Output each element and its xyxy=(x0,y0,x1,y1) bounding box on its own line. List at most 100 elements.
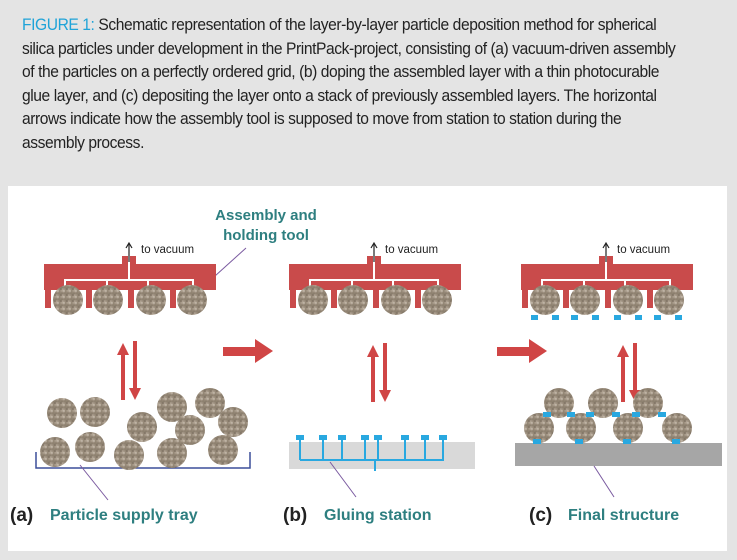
move-arrow-b-to-c-shaft xyxy=(497,347,531,356)
glue-joint xyxy=(575,439,583,444)
lift-arrows-b-up-head xyxy=(367,345,379,357)
stack-particle-bottom xyxy=(524,413,554,443)
figure-label: FIGURE 1: xyxy=(22,15,95,34)
lift-arrows-a-up-shaft xyxy=(121,353,125,400)
glue-joint xyxy=(586,412,594,417)
tray-particle xyxy=(114,440,144,470)
tray-particle xyxy=(157,392,187,422)
tool-bar xyxy=(110,282,150,290)
final-structure-base xyxy=(515,443,722,466)
glue-dot xyxy=(571,315,578,320)
stage-c-letter: (c) xyxy=(529,505,552,526)
tool-bar xyxy=(628,282,668,290)
figure-caption: FIGURE 1: Schematic representation of th… xyxy=(22,13,680,155)
tool-leg xyxy=(373,288,379,308)
tool-leg xyxy=(415,288,421,308)
stack-particle-bottom xyxy=(662,413,692,443)
glue-dot xyxy=(654,315,661,320)
held-particle xyxy=(422,285,452,315)
vacuum-arrowhead xyxy=(125,241,133,249)
lift-arrows-c-up-head xyxy=(617,345,629,357)
vacuum-arrowhead xyxy=(602,241,610,249)
glue-joint xyxy=(658,412,666,417)
stack-particle-top xyxy=(544,388,574,418)
tray-particle xyxy=(80,397,110,427)
tray-particle xyxy=(157,438,187,468)
glue-nozzle xyxy=(401,435,409,440)
glue-dot xyxy=(592,315,599,320)
vacuum-label-a: to vacuum xyxy=(141,244,194,256)
tool-bar xyxy=(151,282,191,290)
move-arrow-a-to-b-shaft xyxy=(223,347,257,356)
tray-leader xyxy=(79,464,109,501)
tray-particle xyxy=(218,407,248,437)
glue-nozzle xyxy=(439,435,447,440)
glue-nozzle xyxy=(374,435,382,440)
move-arrow-a-to-b-head xyxy=(255,339,273,363)
tool-callout-leader xyxy=(214,247,247,277)
move-arrow-b-to-c-head xyxy=(529,339,547,363)
tool-bar xyxy=(587,282,627,290)
lift-arrows-b-down-shaft xyxy=(383,343,387,390)
vacuum-label-c: to vacuum xyxy=(617,244,670,256)
diagram-panel xyxy=(8,186,727,551)
tool-leg xyxy=(290,288,296,308)
tool-callout-line2: holding tool xyxy=(223,227,309,244)
glue-nozzle xyxy=(296,435,304,440)
tool-leg xyxy=(86,288,92,308)
stack-particle-bottom xyxy=(566,413,596,443)
tool-bar xyxy=(546,282,586,290)
held-particle xyxy=(177,285,207,315)
tool-leg xyxy=(563,288,569,308)
tool-leg xyxy=(45,288,51,308)
stage-b-name: Gluing station xyxy=(324,507,432,524)
held-particle xyxy=(53,285,83,315)
tool-leg xyxy=(128,288,134,308)
lift-arrows-c-up-shaft xyxy=(621,355,625,402)
stack-particle-top xyxy=(588,388,618,418)
tray-particle xyxy=(208,435,238,465)
glue-joint xyxy=(623,439,631,444)
tray-particle xyxy=(127,412,157,442)
tool-bar xyxy=(314,282,354,290)
glue-dot xyxy=(675,315,682,320)
glue-nozzle xyxy=(319,435,327,440)
stack-particle-bottom xyxy=(613,413,643,443)
tool-leg xyxy=(331,288,337,308)
tool-leg xyxy=(522,288,528,308)
held-particle xyxy=(654,285,684,315)
lift-arrows-a-up-head xyxy=(117,343,129,355)
lift-arrows-c-down-shaft xyxy=(633,343,637,390)
glue-joint xyxy=(612,412,620,417)
tool-bar xyxy=(69,282,109,290)
tool-bar xyxy=(396,282,436,290)
glue-dot xyxy=(635,315,642,320)
tray-particle xyxy=(175,415,205,445)
stage-a-name: Particle supply tray xyxy=(50,507,198,524)
tool-leg xyxy=(170,288,176,308)
glue-dot xyxy=(552,315,559,320)
held-particle xyxy=(530,285,560,315)
glue-dot xyxy=(531,315,538,320)
tool-leg xyxy=(605,288,611,308)
held-particle xyxy=(136,285,166,315)
vacuum-arrowhead xyxy=(370,241,378,249)
tray-particle xyxy=(40,437,70,467)
gluing-leader xyxy=(329,461,357,498)
held-particle xyxy=(381,285,411,315)
assembly-tool-c xyxy=(521,241,693,315)
caption-text: Schematic representation of the layer-by… xyxy=(22,15,676,152)
stack-particle-top xyxy=(633,388,663,418)
held-particle xyxy=(298,285,328,315)
tray-particle xyxy=(195,388,225,418)
lift-arrows-a-down-shaft xyxy=(133,341,137,388)
tool-leg xyxy=(647,288,653,308)
assembly-tool-a xyxy=(44,241,216,315)
stage-c-name: Final structure xyxy=(568,507,679,524)
glue-joint xyxy=(567,412,575,417)
vacuum-label-b: to vacuum xyxy=(385,244,438,256)
particle-supply-tray xyxy=(35,452,251,469)
tool-callout-line1: Assembly and xyxy=(215,207,317,224)
stage-b-letter: (b) xyxy=(283,505,307,526)
